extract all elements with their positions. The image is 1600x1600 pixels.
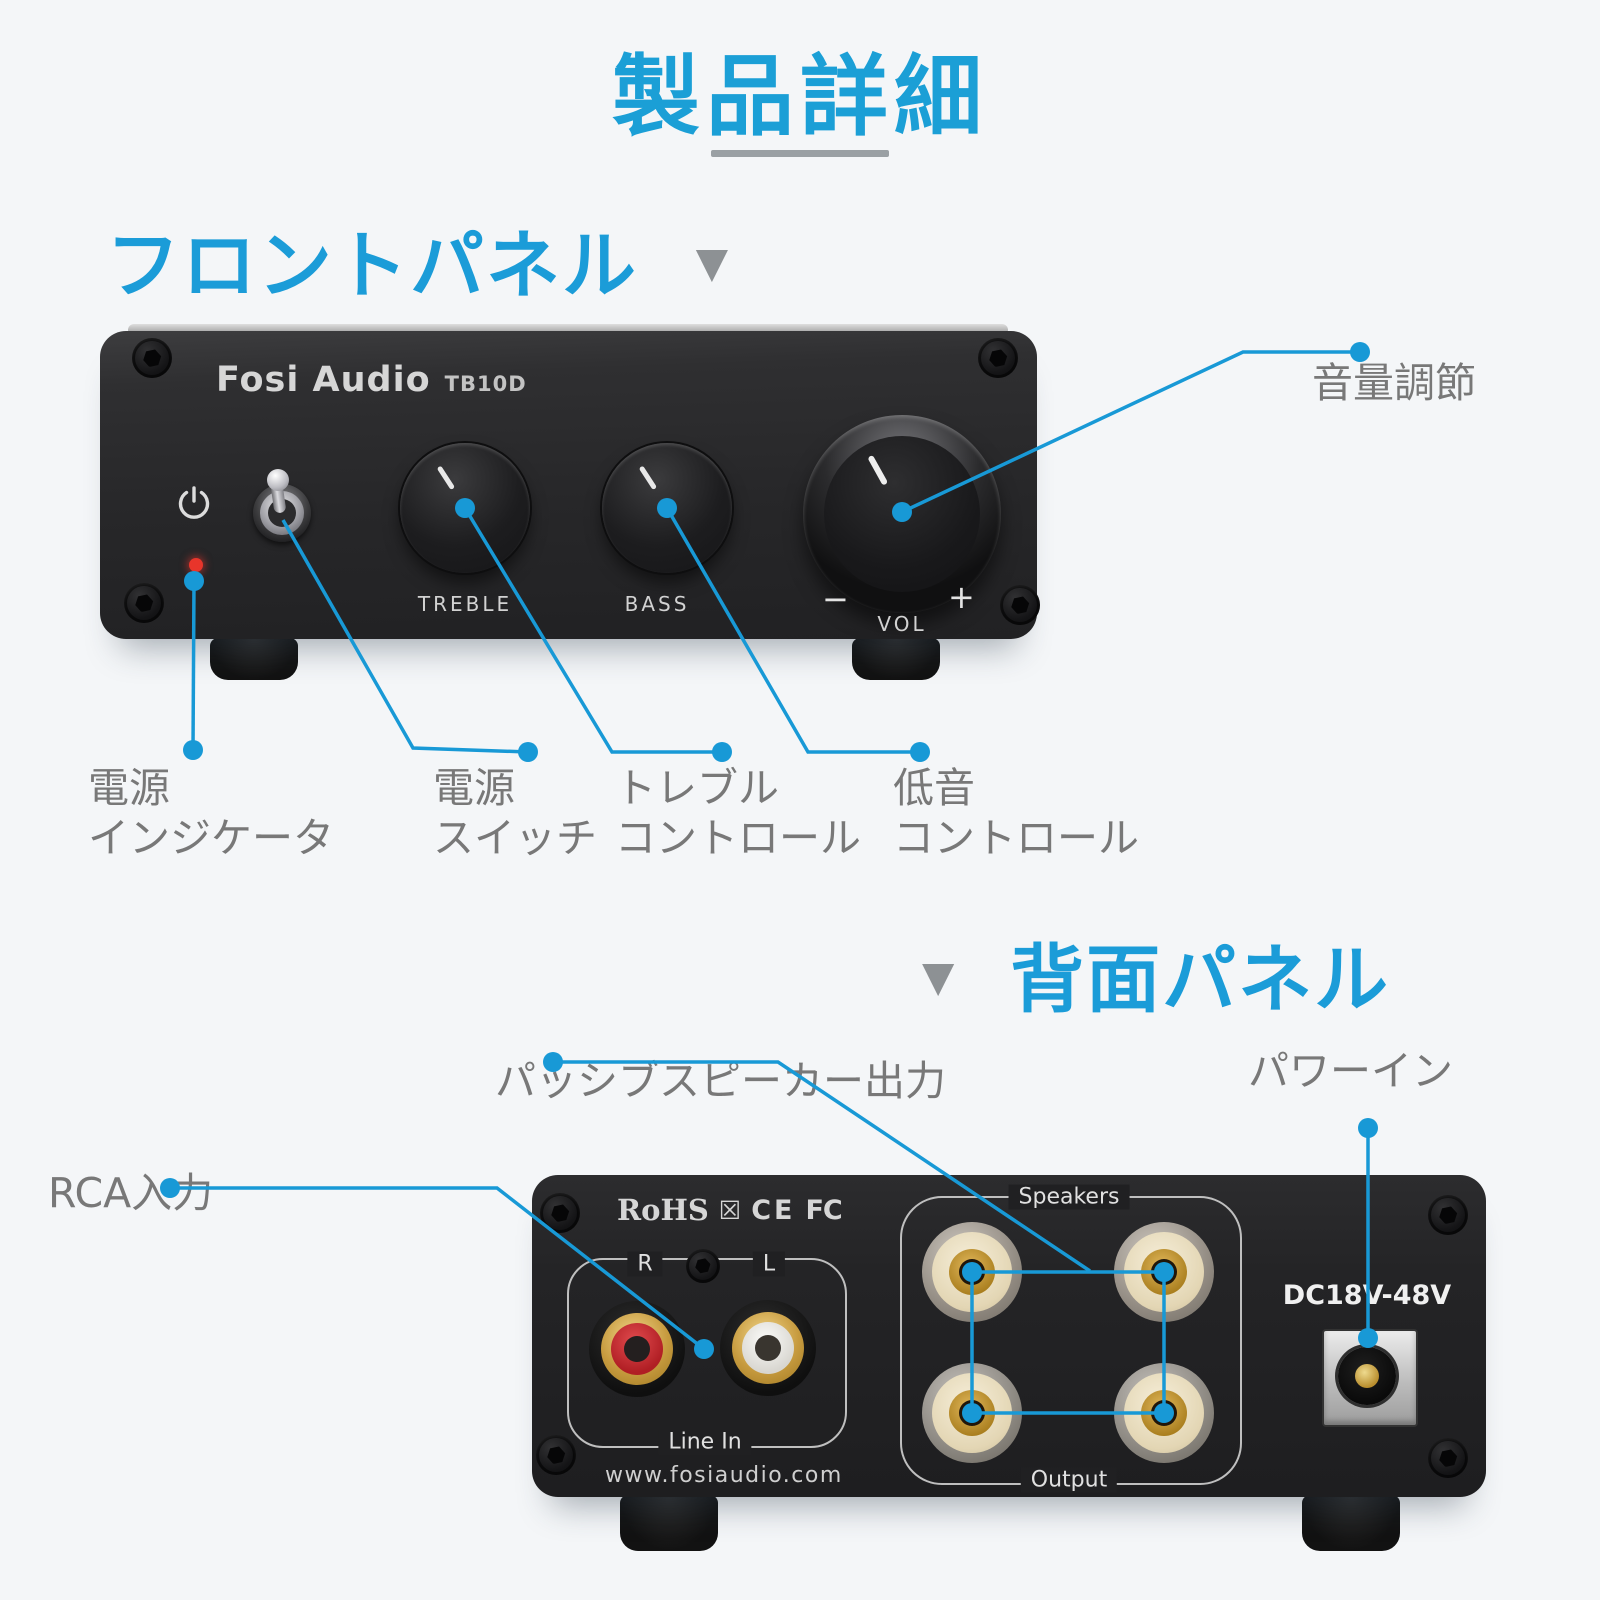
rca-jack-left-hole [755,1335,781,1361]
ce-mark: CE [751,1194,796,1226]
treble-knob [400,443,530,573]
label-line1: 電源 [88,764,170,812]
rear-right-foot [1302,1495,1400,1551]
line-in-print: Line In [658,1429,752,1455]
knob-indicator-mark [436,465,455,491]
page-title: 製品詳細 [611,45,988,148]
callout-label-power-indicator: 電源 インジケータ [88,763,334,863]
speakers-print: Speakers [1008,1184,1130,1210]
front-right-foot [852,638,940,680]
label-line2: インジケータ [88,814,334,862]
speaker-post-hole [959,1400,985,1426]
speaker-post-hole [1151,1259,1177,1285]
label-line2: スイッチ [433,814,597,862]
callout-label-power-switch: 電源 スイッチ [433,763,597,863]
label-line2: コントロール [615,814,861,862]
label-line1: 電源 [433,764,515,812]
dc-voltage-print: DC18V-48V [1282,1280,1452,1311]
screw-icon [132,338,172,378]
rca-left-print: L [752,1251,786,1277]
bass-print: BASS [624,592,690,616]
screw-icon [124,583,164,623]
screw-icon [978,338,1018,378]
fcc-mark: FC [805,1194,842,1226]
screw-icon [1428,1438,1468,1478]
speaker-post-hole [959,1259,985,1285]
rca-right-print: R [627,1251,663,1277]
front-panel-heading: フロントパネル ▼ [106,206,730,313]
rear-left-foot [620,1495,718,1551]
label-line1: 低音 [893,764,975,812]
front-panel-heading-text: フロントパネル [106,223,638,309]
output-print: Output [1020,1467,1118,1493]
knob-indicator-mark [638,465,657,491]
volume-plus-print: + [948,578,975,616]
certification-marks: RoHS ☒ CE FC [617,1193,843,1227]
callout-label-bass: 低音 コントロール [893,763,1139,863]
callout-label-rca-input: RCA入力 [48,1169,214,1217]
screw-icon [1000,585,1040,625]
callout-label-treble: トレブル コントロール [615,763,861,863]
callout-label-power-in: パワーイン [1248,1047,1453,1095]
rca-jack-right-hole [624,1336,650,1362]
power-icon [178,486,210,519]
brand-logo-text: Fosi Audio [216,360,431,400]
triangle-down-icon: ▼ [922,952,957,1001]
triangle-down-icon: ▼ [695,238,731,287]
screw-icon [536,1435,576,1475]
bass-knob [602,443,732,573]
rear-panel-heading: ▼ 背面パネル [922,920,1390,1027]
callout-label-volume: 音量調節 [1312,359,1476,407]
speaker-post-hole [1151,1400,1177,1426]
knob-indicator-mark [867,454,889,486]
front-left-foot [210,638,298,680]
label-line2: コントロール [893,814,1139,862]
volume-knob [824,436,980,592]
brand-row: Fosi Audio TB10D [216,360,527,400]
title-underline [711,150,889,157]
model-number: TB10D [444,372,527,396]
power-led-indicator [189,558,203,572]
dc-power-jack-pin [1355,1364,1379,1388]
screw-icon [1428,1195,1468,1235]
website-print: www.fosiaudio.com [605,1463,843,1488]
volume-minus-print: − [822,580,849,618]
rohs-mark: RoHS [617,1193,709,1227]
weee-bin-icon: ☒ [718,1195,742,1225]
screw-icon [686,1249,720,1283]
callout-label-speaker-output: パッシブスピーカー出力 [495,1057,946,1105]
label-line1: トレブル [615,764,779,812]
power-switch-lever-tip [267,469,289,491]
vol-print: VOL [877,612,927,636]
rear-panel-heading-text: 背面パネル [1010,937,1391,1023]
treble-print: TREBLE [417,592,513,616]
screw-icon [540,1193,580,1233]
